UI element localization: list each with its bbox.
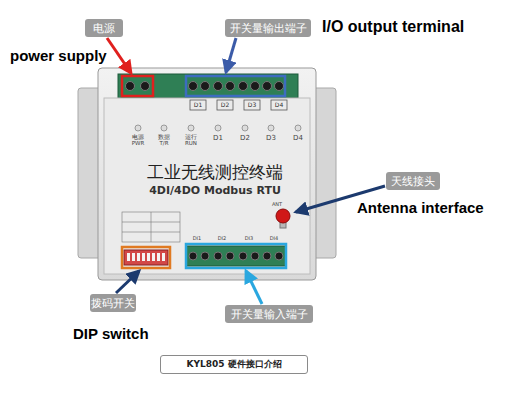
tag-text: 开关量输入端子 [225, 305, 313, 323]
highlight-frame [122, 76, 153, 96]
device-label: DI3 [245, 236, 254, 241]
led-indicators [135, 125, 301, 131]
device-label: D4 [275, 102, 283, 108]
highlight-frame [186, 76, 285, 96]
device-label: RUN [185, 141, 197, 147]
callout-tag: 开关量输入端子 [225, 305, 313, 323]
device-label: D3 [266, 135, 276, 142]
device-label: 数据 [158, 134, 170, 140]
device-label: D3 [248, 102, 256, 108]
device-label: DI1 [193, 236, 202, 241]
leader-arrow [246, 271, 262, 304]
terminal-block [118, 74, 298, 98]
leader-arrow [107, 38, 131, 73]
tag-text: 电源 [85, 19, 123, 37]
terminal-screws [126, 82, 284, 91]
device-label: 电源 [132, 134, 144, 140]
device-label: DI4 [270, 236, 279, 241]
device-label: PWR [132, 141, 145, 147]
english-caption: DIP switch [73, 325, 149, 342]
english-caption: power supply [10, 47, 107, 64]
leader-arrow [226, 38, 236, 72]
device-body [98, 68, 316, 280]
device-label: D4 [293, 135, 303, 142]
highlight-frame [186, 244, 286, 268]
english-caption: Antenna interface [357, 199, 484, 216]
terminal-block [186, 246, 286, 266]
callout-tag: 天线接头Antenna interface [386, 172, 440, 190]
device-label: D2 [240, 135, 250, 142]
dip-table [122, 212, 180, 242]
tag-text: 拨码开关 [90, 294, 136, 312]
device-label: ANT [272, 202, 282, 207]
device-label: D2 [221, 102, 229, 108]
callout-tag: 开关量输出端子I/O output terminal [225, 19, 311, 37]
tag-text: 天线接头 [386, 172, 440, 190]
callout-tag: 电源power supply [85, 19, 123, 37]
device-label: 4DI/4DO Modbus RTU [149, 185, 281, 196]
leader-arrow [116, 271, 139, 293]
dip-levers [127, 253, 165, 261]
terminal-screws [189, 252, 283, 260]
caption-box: KYL805 硬件接口介绍 [160, 355, 308, 374]
device-label: D1 [213, 135, 223, 142]
antenna-connector [276, 209, 290, 223]
device-cover [104, 98, 310, 274]
device-label: 运行 [185, 134, 197, 140]
device-label: DI2 [218, 236, 227, 241]
dip-switch [124, 250, 168, 265]
callout-tag: 拨码开关DIP switch [90, 294, 136, 312]
device-label: 工业无线测控终端 [147, 164, 283, 181]
tag-text: 开关量输出端子 [225, 19, 311, 37]
device-label: T/R [159, 141, 168, 147]
tag-text: KYL805 硬件接口介绍 [161, 356, 307, 373]
english-caption: I/O output terminal [322, 18, 464, 36]
tag-boxes [190, 100, 287, 110]
device-label: D1 [194, 102, 202, 108]
highlight-frame [122, 247, 170, 268]
